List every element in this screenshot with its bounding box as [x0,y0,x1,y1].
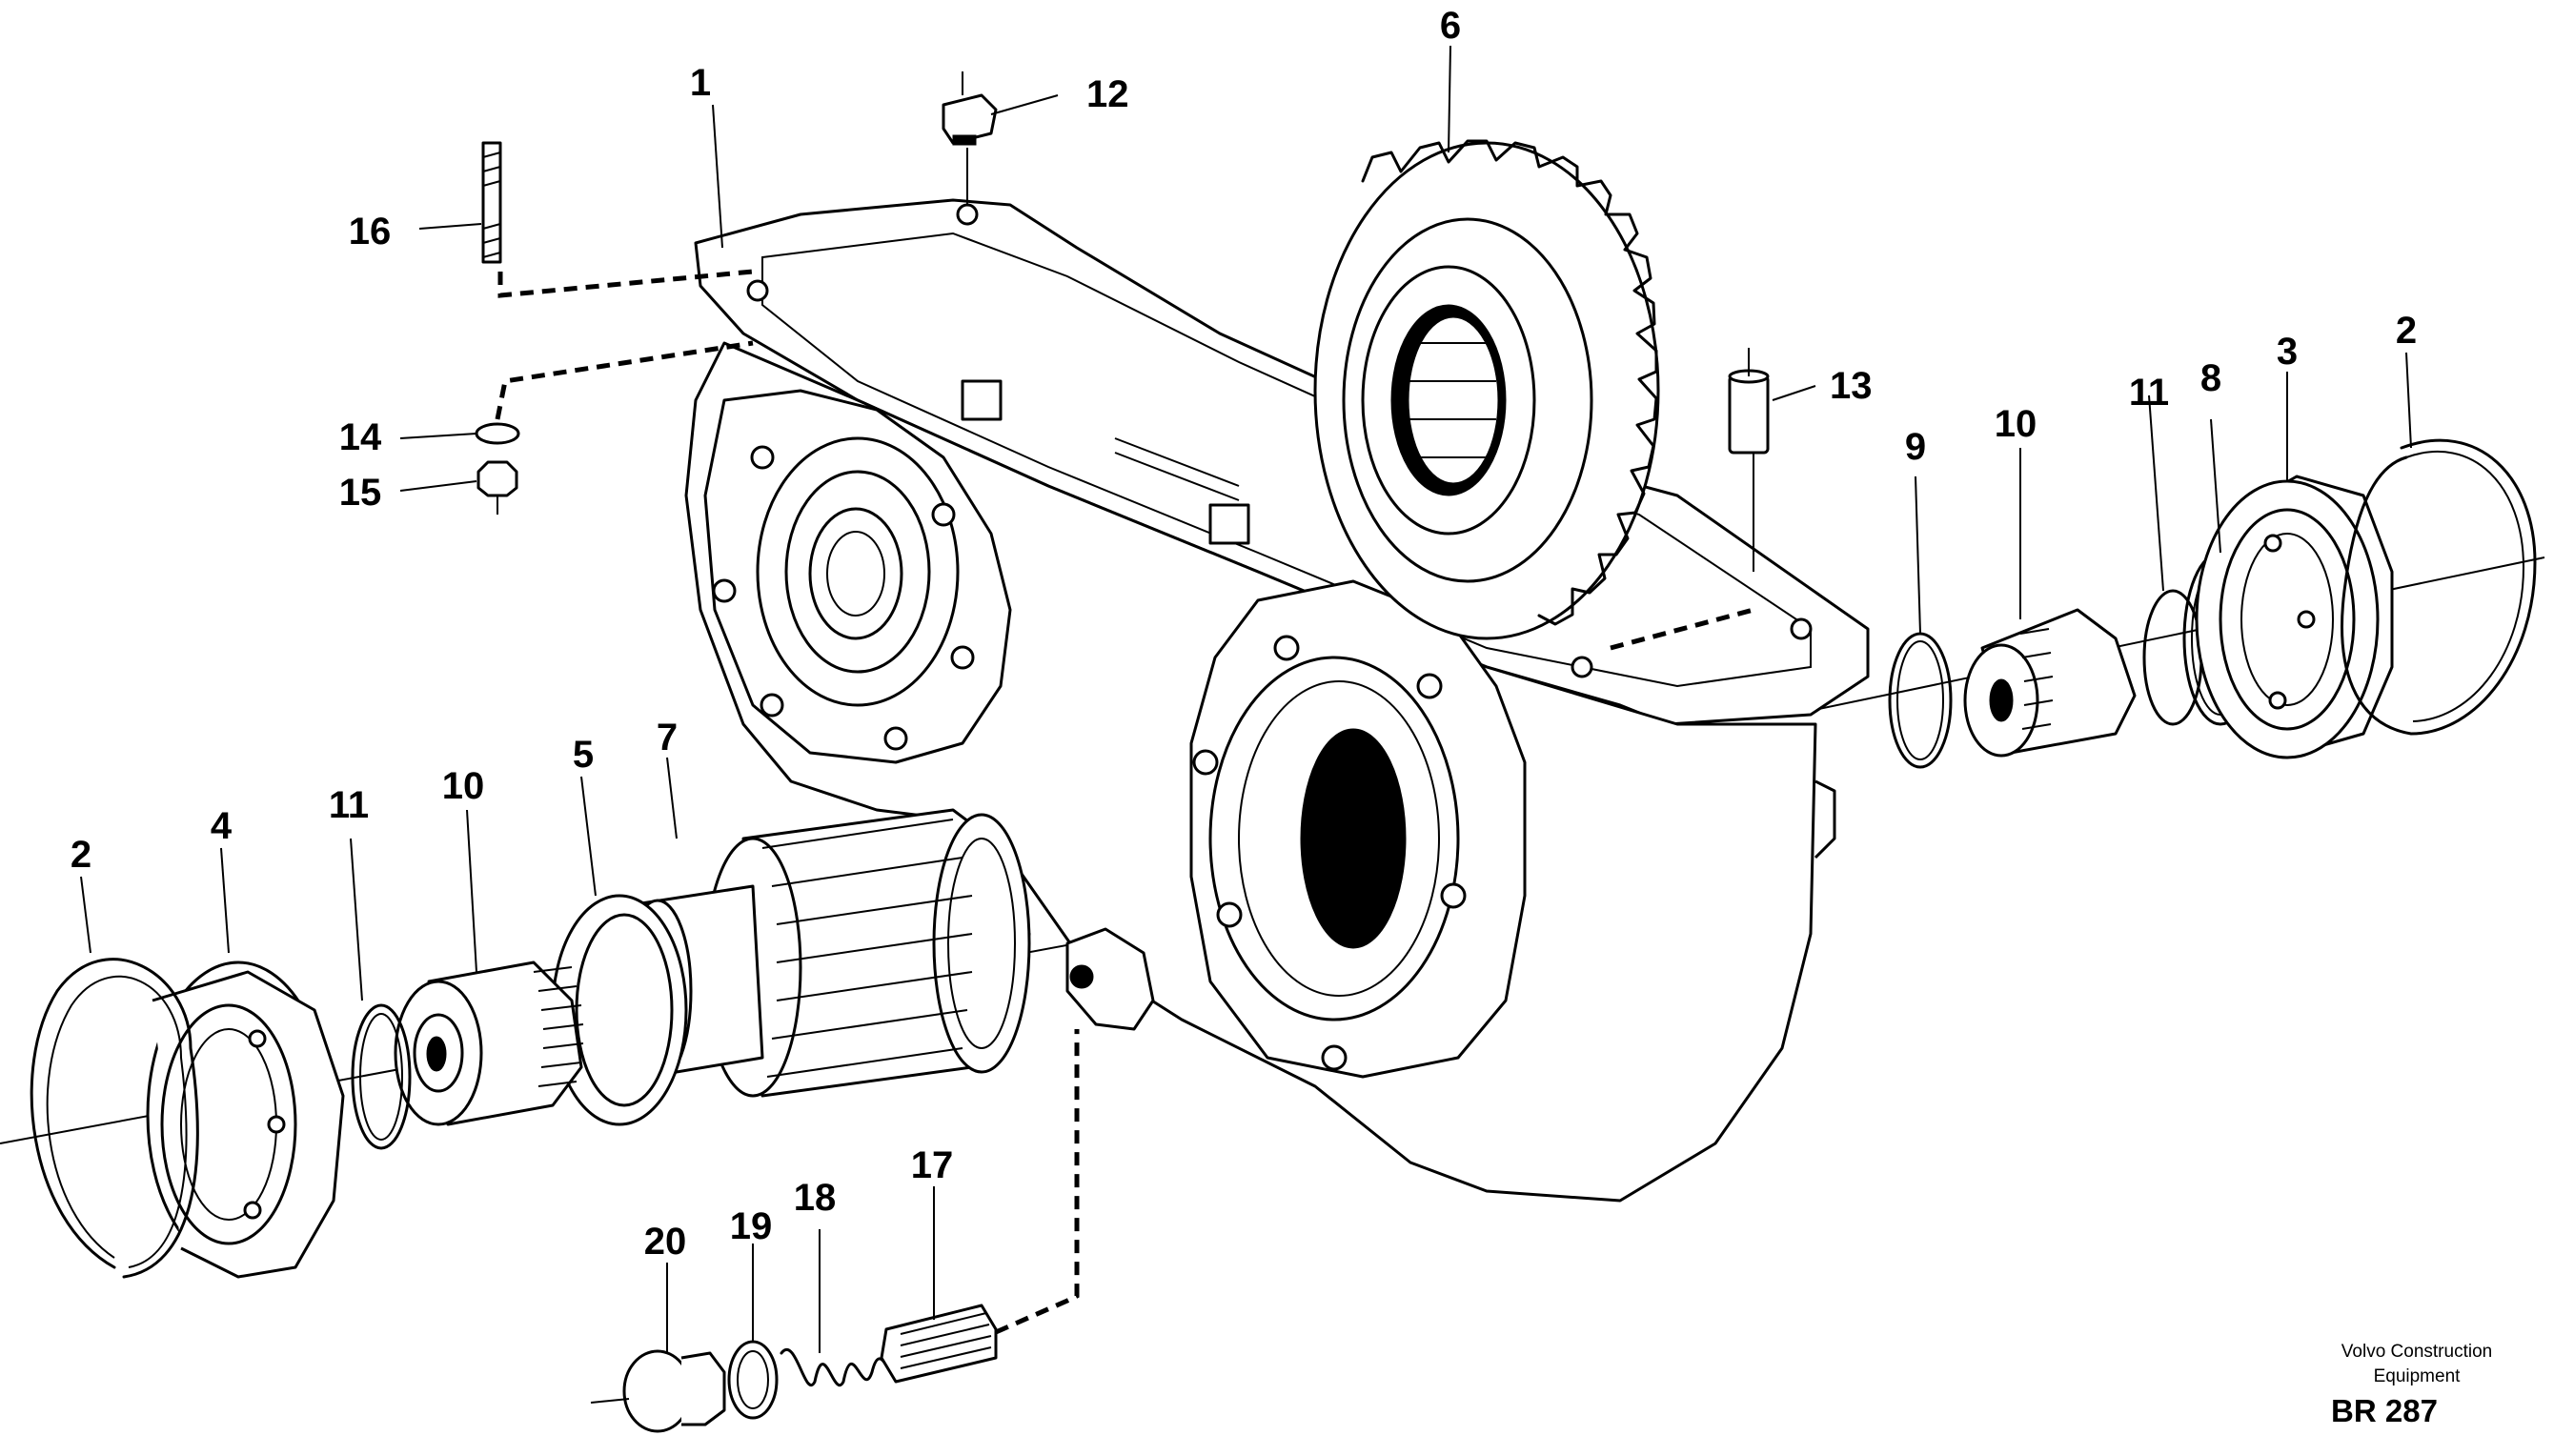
label-10-left: 10 [442,765,485,807]
label-9: 9 [1905,426,1926,468]
label-17: 17 [911,1144,954,1186]
label-12: 12 [1086,73,1129,115]
circlip-part-9 [1888,632,1953,769]
label-19: 19 [730,1205,773,1247]
filter-part-17 [880,1029,1080,1384]
label-2-right: 2 [2396,310,2417,352]
label-8: 8 [2200,357,2221,399]
label-13: 13 [1830,365,1873,407]
label-15: 15 [339,472,382,514]
label-10-right: 10 [1995,403,2037,445]
leader-lines [80,45,2412,1353]
label-11-right: 11 [2129,372,2169,414]
stud-part-16 [481,141,502,264]
seal-part-19 [727,1340,779,1420]
assembly-dashed-lines [495,269,1754,651]
label-7: 7 [657,717,678,758]
credit-line-1: Volvo Construction [2341,1342,2492,1362]
gearbox-housing [684,198,1870,1203]
splined-coupling-part-10-left [394,961,584,1126]
bearing-part-3 [2195,475,2394,759]
ring-part-5 [551,894,688,1126]
bearing-part-4 [146,961,345,1279]
dowel-part-13 [1728,348,1770,572]
credit-block: Volvo Construction Equipment BR 287 [2331,1342,2492,1428]
snap-ring-part-2-left [30,958,199,1279]
washer-part-14 [475,422,520,445]
input-gear-part-7 [622,808,1031,1098]
label-11-left: 11 [329,784,369,826]
large-gear [1313,139,1660,640]
label-4: 4 [211,805,233,847]
label-1: 1 [690,62,711,104]
label-3: 3 [2277,331,2298,373]
label-20: 20 [644,1221,687,1263]
splined-coupling-part-10-right [1963,608,2137,758]
spring-part-18 [780,1348,902,1387]
label-2-left: 2 [71,834,91,876]
label-5: 5 [573,734,594,776]
label-18: 18 [794,1177,837,1219]
drawing-reference: BR 287 [2331,1393,2438,1428]
label-16: 16 [349,211,392,253]
part-number-labels: 1 6 12 16 13 14 15 2 3 8 11 10 9 5 7 10 … [71,5,2417,1263]
credit-line-2: Equipment [2374,1366,2462,1386]
plug-part-12 [942,71,998,205]
snap-ring-part-2-right [2341,438,2537,736]
plug-part-20 [590,1349,726,1433]
nut-part-15 [476,460,518,515]
label-14: 14 [339,416,382,458]
circlip-part-11-left [351,1003,412,1150]
label-6: 6 [1440,5,1461,47]
